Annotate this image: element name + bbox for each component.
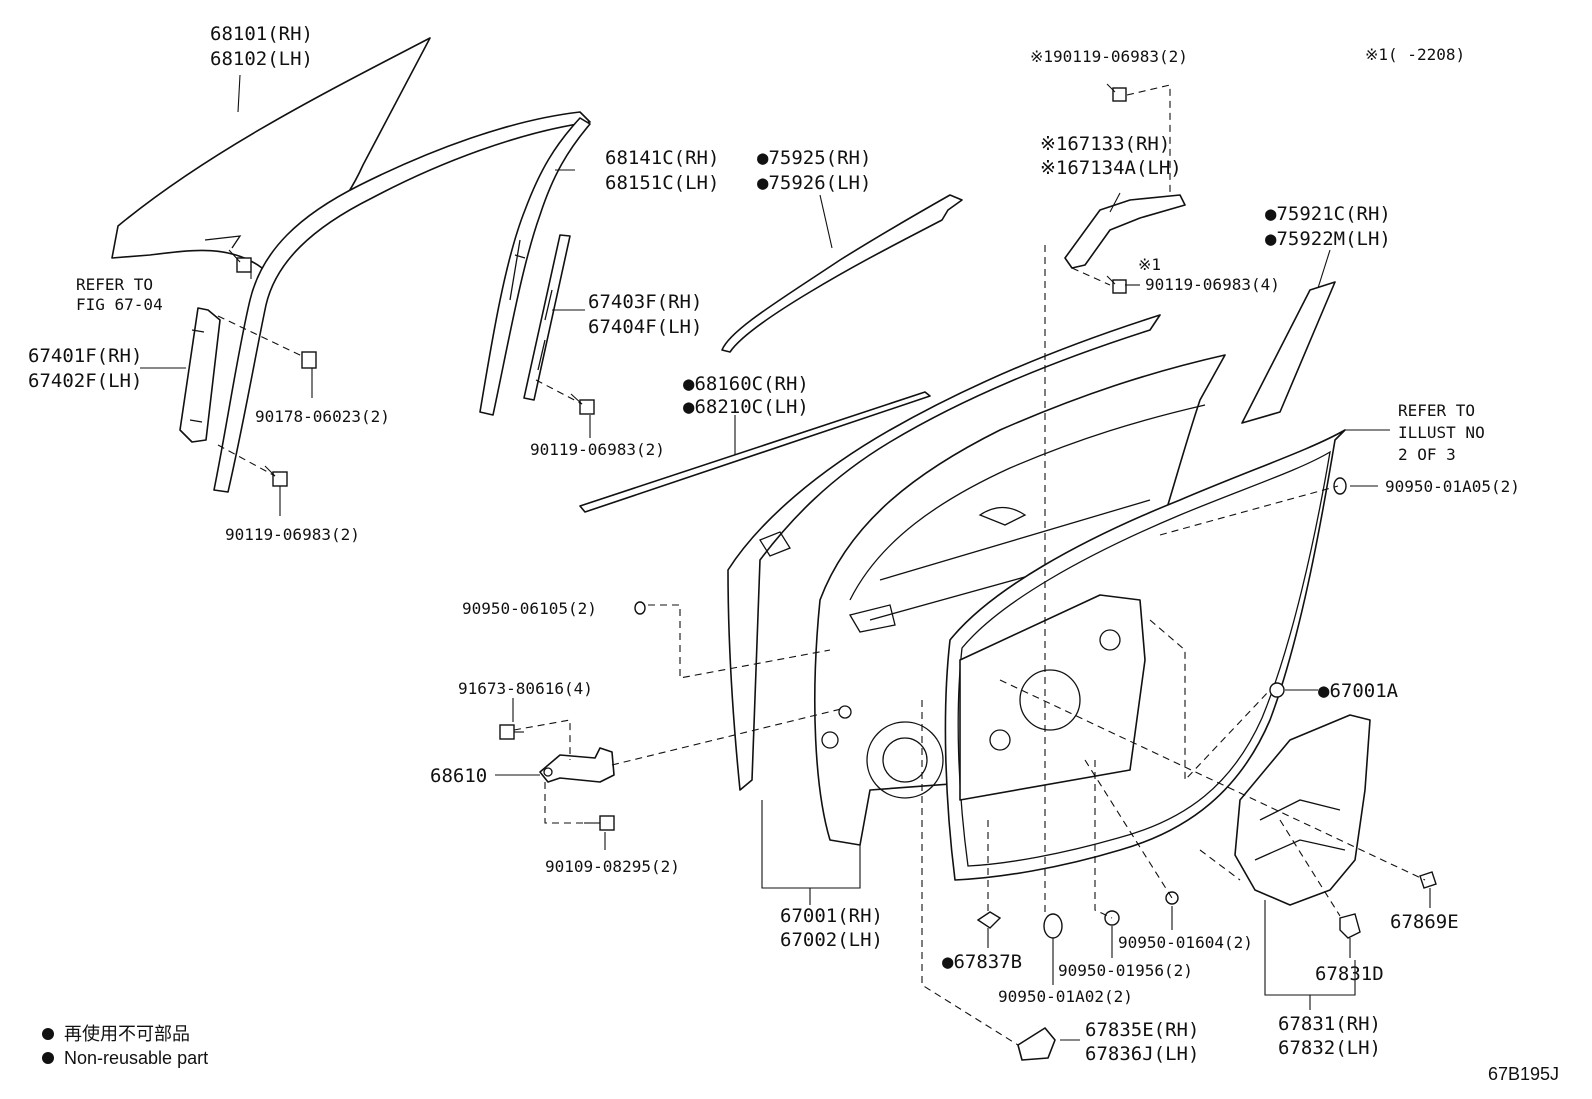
belt-moulding-outer-part	[721, 194, 963, 353]
clip-icon	[301, 351, 317, 369]
front-channel-part	[179, 307, 221, 443]
label-plug-left: 90950-06105(2)	[462, 599, 597, 618]
label-front-channel-rh: 67401F(RH)	[28, 345, 142, 367]
label-door-panel-rh: 67001(RH)	[780, 905, 883, 927]
bolt-icon	[264, 465, 288, 487]
service-hole-cover-part	[1234, 714, 1371, 906]
label-check-bolt: 91673-80616(4)	[458, 679, 593, 698]
bolt-icon	[1106, 275, 1127, 294]
label-handle-cover-rh: 67835E(RH)	[1085, 1019, 1199, 1041]
clip-icon	[1419, 871, 1437, 889]
label-clip-d: 67831D	[1315, 963, 1384, 985]
legend: 再使用不可部品 Non-reusable part	[42, 1024, 208, 1068]
door-check-part	[539, 747, 615, 783]
label-hinge-bracket-lh: ※167134A(LH)	[1040, 157, 1182, 179]
label-belt-outer-lh: ●75926(LH)	[757, 172, 871, 194]
label-check-screw: 90109-08295(2)	[545, 857, 680, 876]
label-seal-sheet: ●67001A	[1318, 680, 1399, 702]
figure-id: 67B195J	[1488, 1064, 1559, 1084]
label-glass-rh: 68101(RH)	[210, 23, 313, 45]
bullet-icon	[42, 1052, 54, 1064]
label-footnote-definition: ※1( -2208)	[1365, 45, 1465, 64]
bolt-icon	[570, 393, 595, 415]
label-refer-illust-1: REFER TO	[1398, 401, 1475, 420]
label-clip-front: 90178-06023(2)	[255, 407, 390, 426]
label-pillar-garnish-rh: ●75921C(RH)	[1265, 203, 1391, 225]
label-rear-channel-rh: 67403F(RH)	[588, 291, 702, 313]
handle-cover-part	[1017, 1027, 1056, 1061]
label-glass-lh: 68102(LH)	[210, 48, 313, 70]
door-inner-module-part	[959, 594, 1146, 801]
label-bracket-bolt-mark: ※1	[1138, 255, 1161, 274]
label-refer-illust-2: ILLUST NO	[1398, 423, 1485, 442]
label-door-panel-lh: 67002(LH)	[780, 929, 883, 951]
plug-icon	[1269, 682, 1285, 698]
label-rear-channel-lh: 67404F(LH)	[588, 316, 702, 338]
label-door-check: 68610	[430, 765, 487, 787]
label-refer-fig-2: FIG 67-04	[76, 295, 163, 314]
screw-icon	[584, 815, 615, 831]
bolt-icon	[228, 249, 252, 273]
plug-icon	[1043, 913, 1063, 939]
label-plug-right: 90950-01A05(2)	[1385, 477, 1520, 496]
label-refer-fig-1: REFER TO	[76, 275, 153, 294]
label-plug-bottom-a: 90950-01604(2)	[1118, 933, 1253, 952]
label-plug-bottom-b: 90950-01956(2)	[1058, 961, 1193, 980]
pillar-garnish-part	[1241, 281, 1336, 424]
label-bracket-bolt: 90119-06983(4)	[1145, 275, 1280, 294]
label-handle-cover-lh: 67836J(LH)	[1085, 1043, 1199, 1065]
bolt-icon	[1106, 83, 1127, 102]
leader-lines	[140, 74, 1431, 1041]
label-refer-illust-3: 2 OF 3	[1398, 445, 1456, 464]
plug-icon	[1333, 477, 1347, 495]
label-bolt-front-channel: 90119-06983(2)	[225, 525, 360, 544]
dashed-lines	[217, 84, 1426, 1046]
door-glass-part	[111, 37, 431, 269]
label-belt-inner-lh: ●68210C(LH)	[683, 396, 809, 418]
label-belt-outer-rh: ●75925(RH)	[757, 147, 871, 169]
label-plug-bottom-c: 90950-01A02(2)	[998, 987, 1133, 1006]
label-bolt-rear-channel: 90119-06983(2)	[530, 440, 665, 459]
hinge-bracket-part	[1064, 194, 1186, 269]
label-belt-inner-rh: ●68160C(RH)	[683, 373, 809, 395]
label-front-channel-lh: 67402F(LH)	[28, 370, 142, 392]
labels: 68101(RH) 68102(LH) REFER TO FIG 67-04 6…	[28, 23, 1520, 1065]
window-frame-strip-part	[213, 111, 591, 493]
label-service-cover-rh: 67831(RH)	[1278, 1013, 1381, 1035]
rear-channel-part	[523, 234, 571, 401]
bolt-icon	[499, 724, 524, 740]
door-outer-skin-part	[727, 314, 1161, 791]
label-run-channel-lh: 68151C(LH)	[605, 172, 719, 194]
label-hinge-bracket-rh: ※167133(RH)	[1040, 133, 1170, 155]
bullet-icon	[42, 1028, 54, 1040]
legend-japanese: 再使用不可部品	[64, 1024, 190, 1044]
label-clip-b: ●67837B	[942, 951, 1022, 973]
label-run-channel-rh: 68141C(RH)	[605, 147, 719, 169]
label-footnote-ref-bolt: ※190119-06983(2)	[1030, 47, 1188, 66]
label-service-cover-lh: 67832(LH)	[1278, 1037, 1381, 1059]
plug-icon	[1165, 891, 1179, 905]
belt-moulding-inner-part	[579, 391, 931, 513]
label-clip-e: 67869E	[1390, 911, 1459, 933]
legend-english: Non-reusable part	[64, 1048, 208, 1068]
run-channel-part	[479, 117, 591, 416]
label-pillar-garnish-lh: ●75922M(LH)	[1265, 228, 1391, 250]
clip-icon	[976, 911, 1002, 929]
plug-icon	[634, 601, 646, 615]
clip-icon	[1339, 913, 1361, 939]
